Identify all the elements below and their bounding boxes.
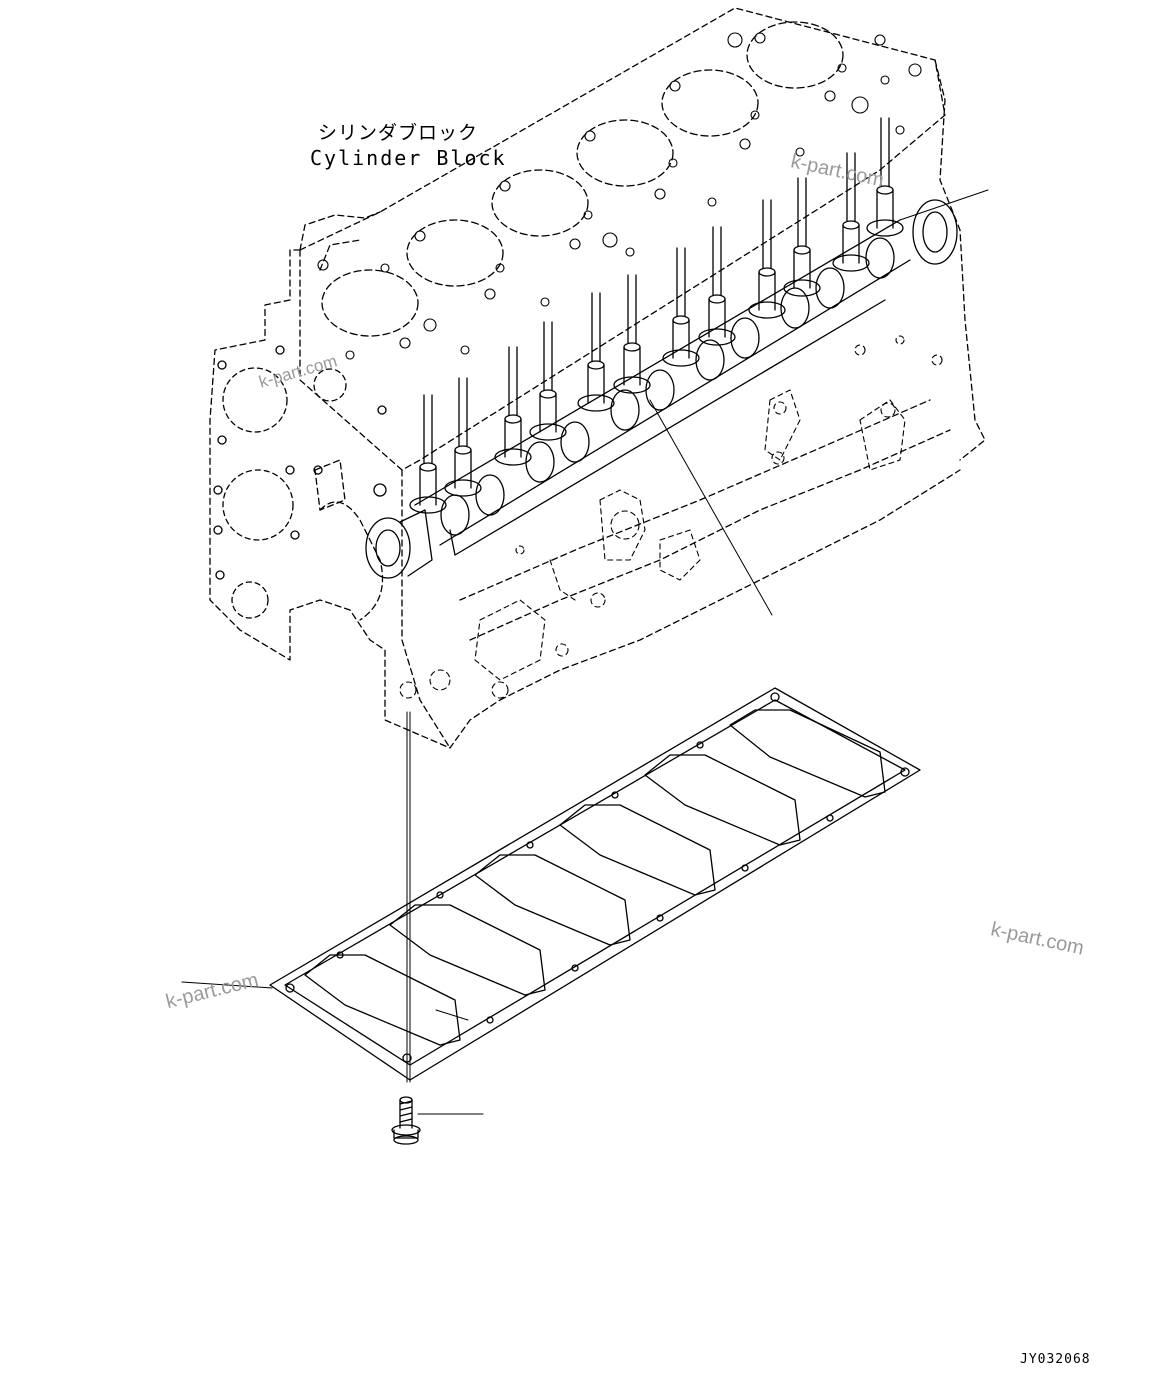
camshaft bbox=[414, 199, 958, 556]
cylinder-bores bbox=[321, 21, 844, 337]
leader-lines bbox=[181, 189, 989, 1115]
bolt bbox=[391, 1096, 421, 1145]
cylinder-block bbox=[209, 7, 986, 749]
block-side-details bbox=[399, 335, 943, 699]
tappets-and-pushrods bbox=[409, 117, 904, 514]
drawing-code: JY032068 bbox=[1020, 1352, 1091, 1367]
part-name-english: Cylinder Block bbox=[310, 146, 507, 170]
deck-bolt-holes bbox=[317, 32, 922, 360]
part-name-japanese: シリンダブロック bbox=[318, 122, 479, 144]
oil-pan-gasket bbox=[269, 687, 921, 1081]
